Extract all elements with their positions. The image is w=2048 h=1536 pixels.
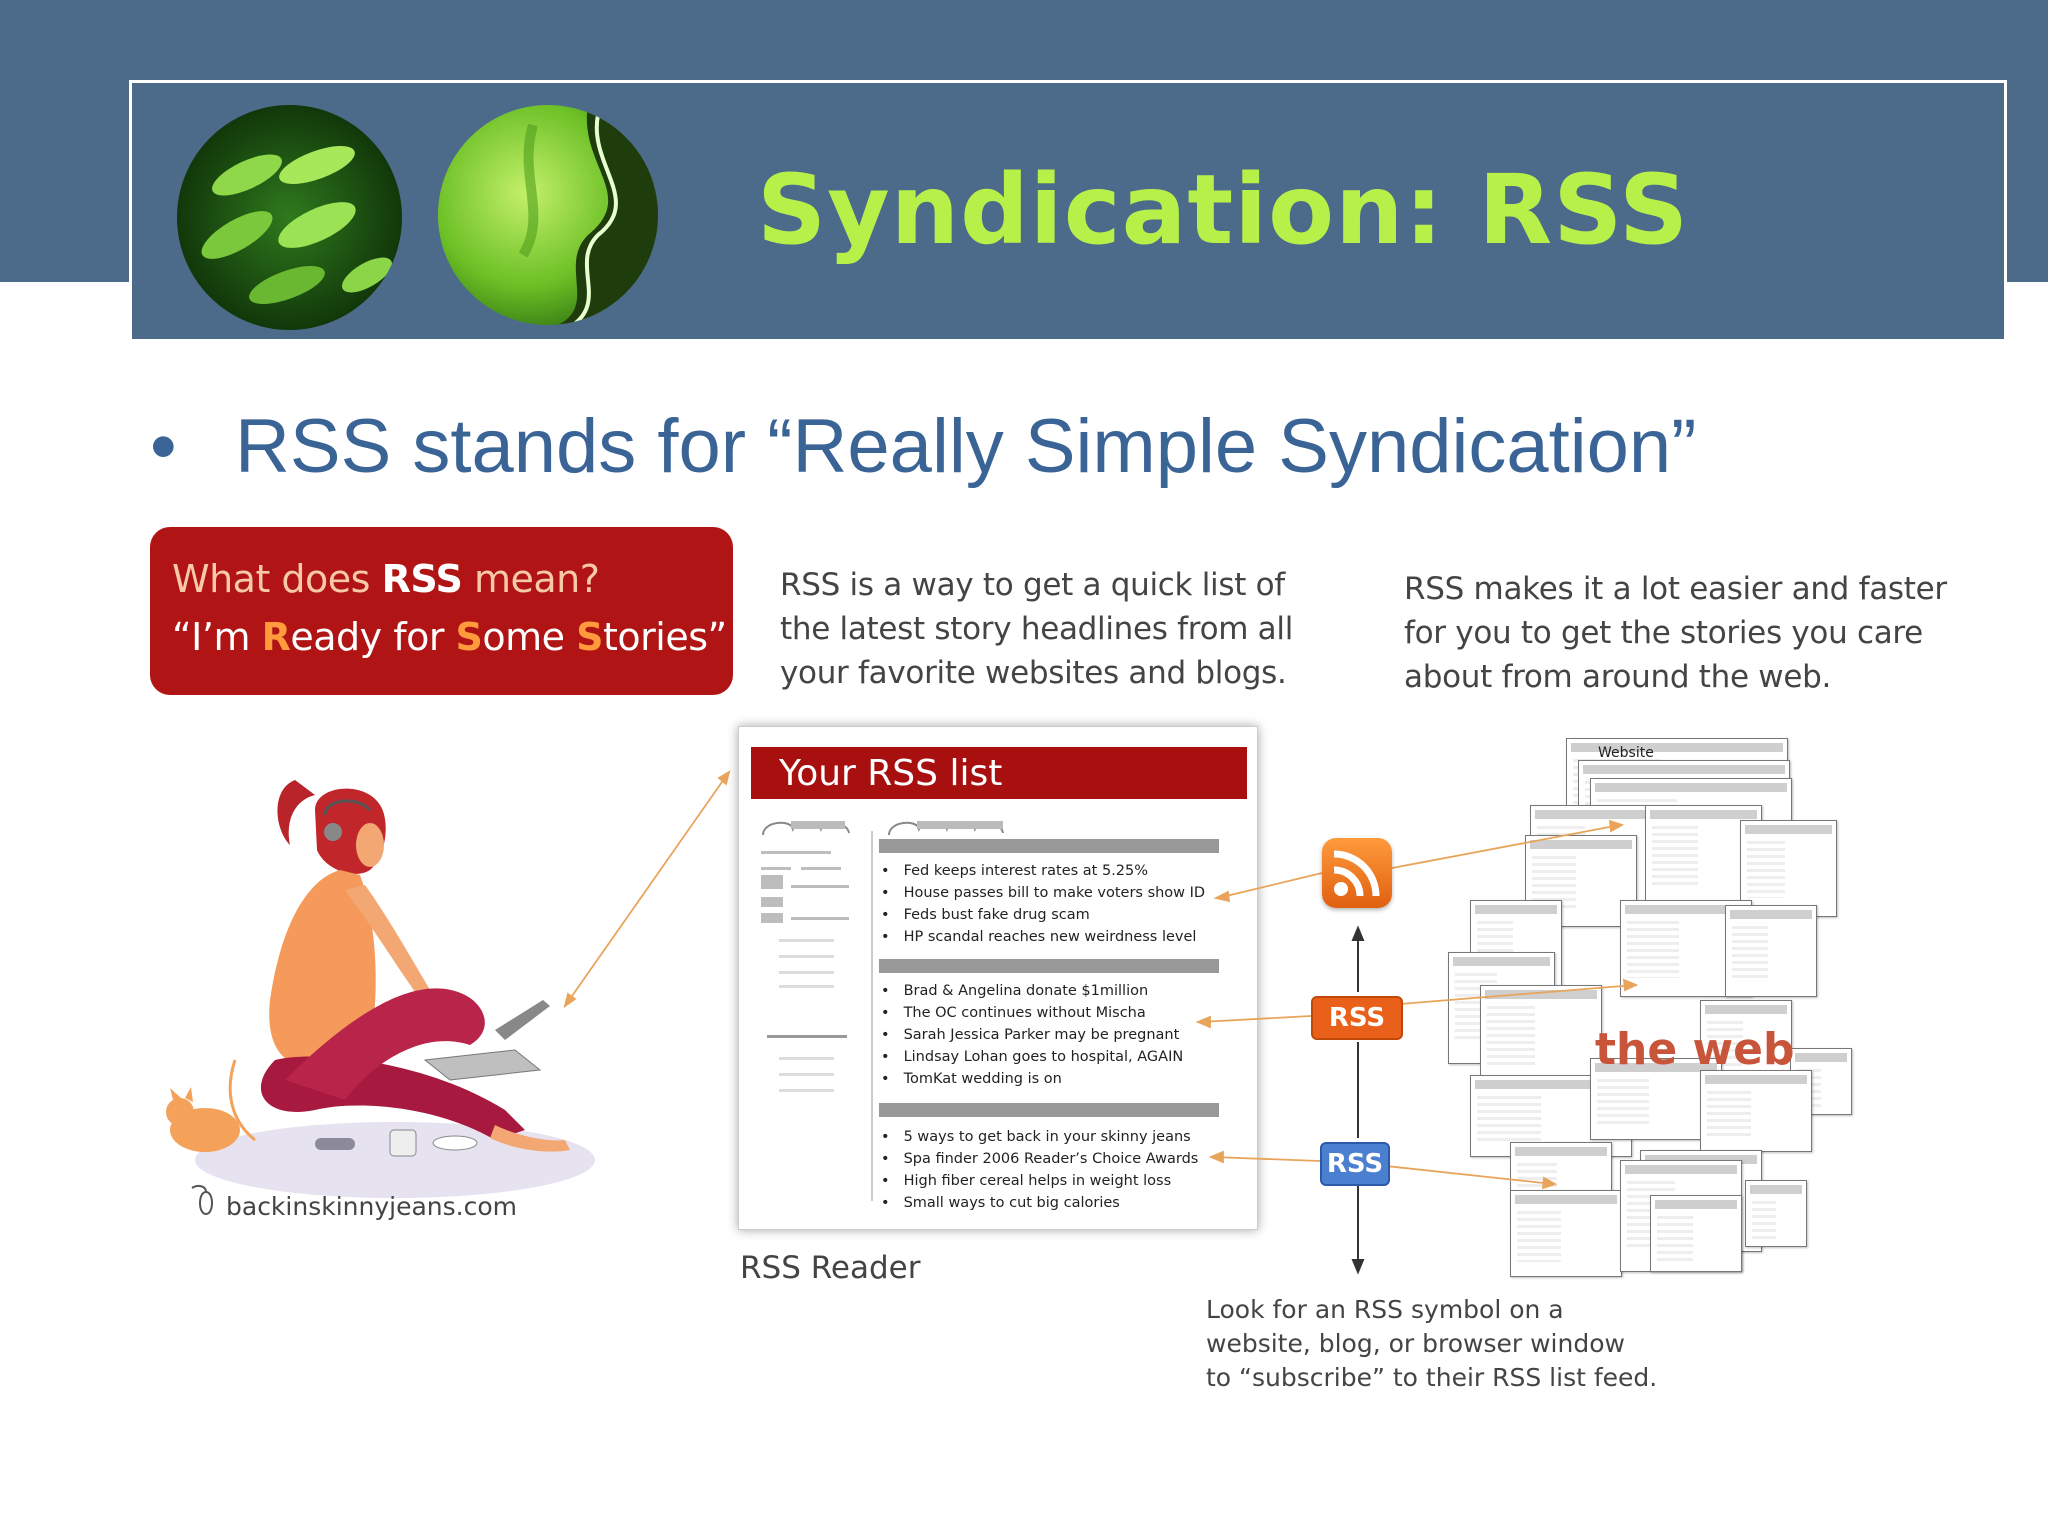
rss-feed-icon xyxy=(1322,838,1392,908)
leaf-circle-image xyxy=(177,105,402,330)
rss-reader-card: Your RSS list xyxy=(738,726,1258,1230)
group-header-bar xyxy=(879,839,1219,853)
intro-middle-line: your favorite websites and blogs. xyxy=(780,655,1287,691)
bullet-dot: • xyxy=(150,404,177,489)
website-page xyxy=(1740,820,1837,917)
website-page xyxy=(1650,1195,1742,1272)
reader-caption: RSS Reader xyxy=(740,1250,921,1286)
callout-answer: “I’m Ready for Some Stories” xyxy=(172,615,727,659)
website-page xyxy=(1745,1180,1807,1247)
bullet-item: • RSS stands for “Really Simple Syndicati… xyxy=(150,402,1930,492)
note-line: website, blog, or browser window xyxy=(1206,1329,1625,1358)
intro-middle: RSS is a way to get a quick list of the … xyxy=(780,563,1293,695)
intro-right-line: about from around the web. xyxy=(1404,659,1832,695)
group-header-bar xyxy=(879,1103,1219,1117)
woman-laptop-illustration xyxy=(166,780,595,1198)
headline: House passes bill to make voters show ID xyxy=(881,885,1206,901)
headline: HP scandal reaches new weirdness level xyxy=(881,929,1197,945)
headline: Feds bust fake drug scam xyxy=(881,907,1090,923)
intro-middle-line: the latest story headlines from all xyxy=(780,611,1294,647)
headline: 5 ways to get back in your skinny jeans xyxy=(881,1129,1191,1145)
slide-title: Syndication: RSS xyxy=(757,154,1690,266)
headline: Sarah Jessica Parker may be pregnant xyxy=(881,1027,1180,1043)
note-line: Look for an RSS symbol on a xyxy=(1206,1295,1564,1324)
reader-tabs xyxy=(762,821,1004,835)
headline: Lindsay Lohan goes to hospital, AGAIN xyxy=(881,1049,1184,1065)
reader-header: Your RSS list xyxy=(751,747,1247,799)
rss-badge-orange: RSS xyxy=(1311,996,1403,1040)
intro-right: RSS makes it a lot easier and faster for… xyxy=(1404,567,1947,699)
intro-right-line: RSS makes it a lot easier and faster xyxy=(1404,571,1947,607)
website-label: Website xyxy=(1598,745,1654,761)
headline: Spa finder 2006 Reader’s Choice Awards xyxy=(881,1151,1199,1167)
mouse-icon xyxy=(191,1184,213,1216)
group-header-bar xyxy=(879,959,1219,973)
website-page xyxy=(1725,905,1817,997)
website-page xyxy=(1510,1190,1622,1277)
reader-title: Your RSS list xyxy=(779,753,1003,794)
rss-badge-blue: RSS xyxy=(1320,1142,1390,1186)
website-page xyxy=(1700,1070,1812,1152)
headline: Brad & Angelina donate $1million xyxy=(881,983,1149,999)
leaf-circle-image xyxy=(438,105,658,325)
rss-symbol-note: Look for an RSS symbol on a website, blo… xyxy=(1206,1293,1657,1395)
intro-right-line: for you to get the stories you care xyxy=(1404,615,1923,651)
headline: TomKat wedding is on xyxy=(881,1071,1062,1087)
title-box: Syndication: RSS xyxy=(129,80,2007,342)
credit-text: backinskinnyjeans.com xyxy=(226,1192,517,1221)
headline: Fed keeps interest rates at 5.25% xyxy=(881,863,1148,879)
callout-question: What does RSS mean? xyxy=(172,557,600,601)
the-web-label: the web xyxy=(1595,1024,1795,1075)
intro-middle-line: RSS is a way to get a quick list of xyxy=(780,567,1285,603)
website-page xyxy=(1480,985,1602,1087)
headline: High fiber cereal helps in weight loss xyxy=(881,1173,1172,1189)
bullet-text: RSS stands for “Really Simple Syndicatio… xyxy=(235,404,1697,489)
note-line: to “subscribe” to their RSS list feed. xyxy=(1206,1363,1658,1392)
headline: The OC continues without Mischa xyxy=(881,1005,1146,1021)
headline: Small ways to cut big calories xyxy=(881,1195,1120,1211)
rss-meaning-callout: What does RSS mean? “I’m Ready for Some … xyxy=(150,527,733,695)
